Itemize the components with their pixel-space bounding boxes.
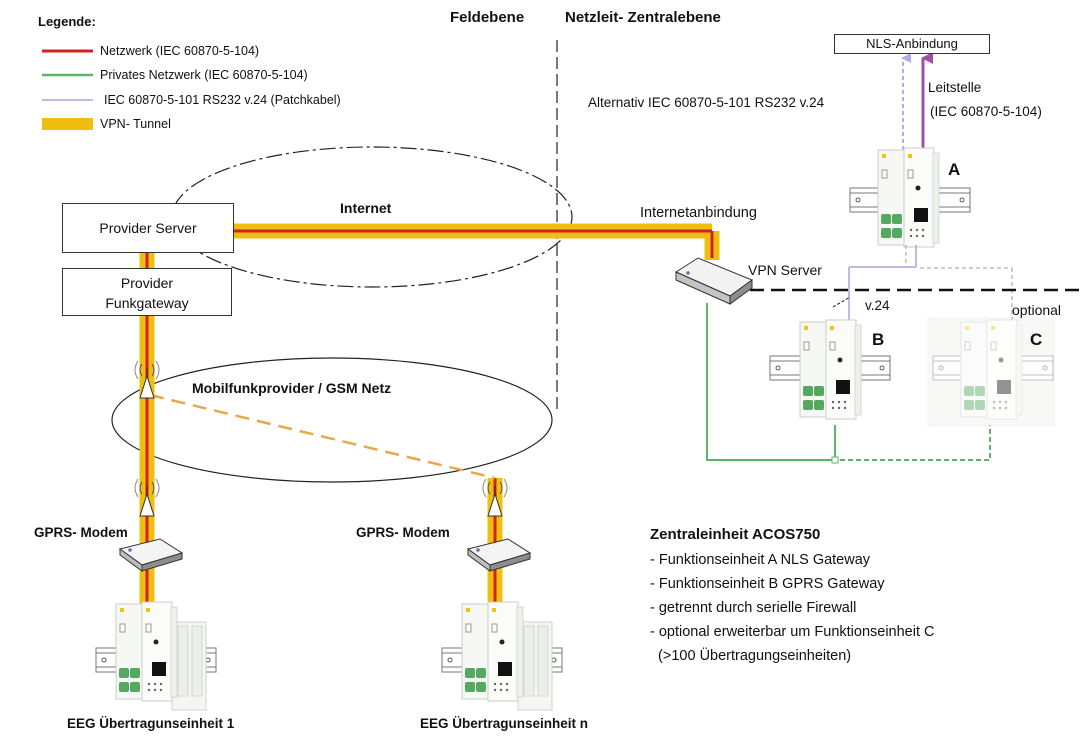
legend-title: Legende: bbox=[38, 14, 96, 29]
provider-funkgateway-box: Provider Funkgateway bbox=[62, 268, 232, 316]
unit-a-label: A bbox=[948, 160, 961, 179]
modem-icon bbox=[119, 538, 183, 572]
provider-server-box: Provider Server bbox=[62, 203, 234, 253]
central-item: - optional erweiterbar um Funktionseinhe… bbox=[650, 624, 935, 640]
modem-icon bbox=[467, 538, 531, 572]
alternativ-label: Alternativ IEC 60870-5-101 RS232 v.24 bbox=[588, 95, 825, 110]
internet-cloud bbox=[171, 146, 573, 288]
central-item: - Funktionseinheit A NLS Gateway bbox=[650, 552, 871, 568]
legend-item-rs232: IEC 60870-5-101 RS232 v.24 (Patchkabel) bbox=[104, 93, 341, 107]
legend-item-private: Privates Netzwerk (IEC 60870-5-104) bbox=[100, 68, 308, 82]
gprs-modem-n-label: GPRS- Modem bbox=[356, 525, 450, 540]
eeg-unit-1-label: EEG Übertragunseinheit 1 bbox=[67, 716, 235, 731]
vpn-server-label: VPN Server bbox=[748, 262, 822, 278]
mobilfunk-label: Mobilfunkprovider / GSM Netz bbox=[192, 380, 392, 396]
unit-c-label: C bbox=[1030, 330, 1043, 349]
vpn-server-icon bbox=[674, 257, 754, 305]
optional-label: optional bbox=[1012, 302, 1062, 318]
central-item: (>100 Übertragungseinheiten) bbox=[650, 648, 852, 664]
radio-link bbox=[149, 393, 496, 480]
internet-label: Internet bbox=[340, 200, 392, 216]
unit-b-label: B bbox=[872, 330, 885, 349]
central-item: - getrennt durch serielle Firewall bbox=[650, 600, 857, 616]
provider-funkgateway-line1: Provider bbox=[120, 275, 174, 291]
zone-right-label: Netzleit- Zentralebene bbox=[565, 9, 721, 26]
eeg-unit-n bbox=[441, 601, 563, 711]
legend-item-vpn: VPN- Tunnel bbox=[100, 117, 171, 131]
gsm-cloud bbox=[111, 357, 553, 483]
leitstelle-protocol-label: (IEC 60870-5-104) bbox=[930, 104, 1042, 119]
central-item: - Funktionseinheit B GPRS Gateway bbox=[650, 576, 885, 592]
private-network-lines bbox=[706, 303, 991, 461]
central-unit-title: Zentraleinheit ACOS750 bbox=[650, 526, 821, 543]
nls-anbindung-box: NLS-Anbindung bbox=[834, 34, 990, 54]
eeg-unit-1 bbox=[95, 601, 217, 711]
legend-item-network: Netzwerk (IEC 60870-5-104) bbox=[100, 44, 260, 58]
provider-funkgateway-line2: Funkgateway bbox=[105, 295, 189, 311]
eeg-unit-n-label: EEG Übertragunseinheit n bbox=[420, 716, 589, 731]
device-c bbox=[927, 317, 1055, 427]
gprs-modem-1-label: GPRS- Modem bbox=[34, 525, 128, 540]
legend-lines bbox=[42, 49, 93, 130]
zone-left-label: Feldebene bbox=[450, 9, 525, 26]
leitstelle-label: Leitstelle bbox=[928, 80, 982, 95]
v24-label: v.24 bbox=[865, 298, 890, 313]
internetanbindung-label: Internetanbindung bbox=[640, 205, 757, 221]
